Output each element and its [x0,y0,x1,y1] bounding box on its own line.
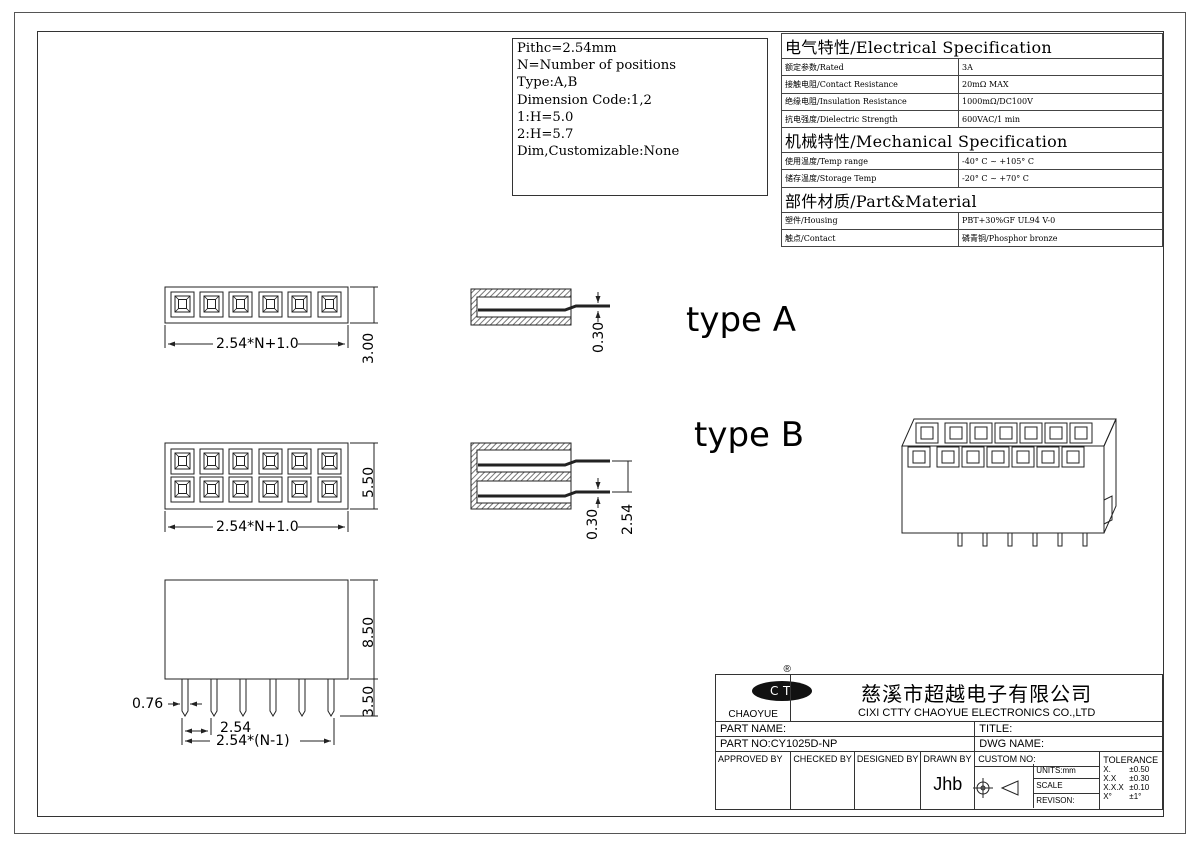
note-line: Type:A,B [517,75,578,91]
dim-height-b: 5.50 [361,466,377,498]
dim-span: 2.54*(N-1) [216,733,290,749]
company-cn: 慈溪市超越电子有限公司 [861,681,1093,706]
isometric-view [901,418,1117,547]
front-view [164,579,378,745]
type-a-side-view [470,288,610,326]
dim-thk-a: 0.30 [591,321,607,353]
type-a-top-view [164,286,378,348]
spec-value: -20° C ~ +70° C [958,169,1163,188]
spec-value: 600VAC/1 min [958,109,1163,129]
info-cell: CUSTOM NO: UNITS:mm SCALE REVISON: TOLER… [974,751,1163,810]
scale-label: SCALE [1033,779,1100,794]
dim-width-b: 2.54*N+1.0 [216,519,299,535]
mechanical-title: 机械特性/Mechanical Specification [781,127,1163,154]
dim-thk-b: 0.30 [585,508,601,540]
part-no-label: PART NO:CY1025D-NP [714,736,976,752]
logo-cell: ® CHAOYUE [714,664,792,722]
note-line: Dimension Code:1,2 [517,92,652,108]
checked-by-cell: CHECKED BY [790,751,855,810]
designed-by-label: DESIGNED BY [856,754,919,764]
spec-value: 磷青铜/Phosphor bronze [958,229,1163,248]
dim-pin-height: 3.50 [361,685,377,717]
tolerance-row: X.X±0.30 [1103,774,1150,783]
tolerance-row: X.X.X±0.10 [1103,783,1150,792]
drawing-outer-border [14,12,1186,834]
company-cell: 慈溪市超越电子有限公司 CIXI CTTY CHAOYUE ELECTRONIC… [790,674,1163,722]
checked-by-label: CHECKED BY [793,754,852,764]
title-label: TITLE: [974,721,1163,737]
note-line: 2:H=5.7 [517,127,574,143]
dim-pin-width: 0.76 [132,696,164,712]
registered-mark: ® [783,664,791,675]
dim-height-a: 3.00 [361,332,377,364]
note-line: N=Number of positions [517,58,676,74]
approved-by-cell: APPROVED BY [714,751,792,810]
drawn-by-value: Jhb [933,774,963,794]
drawing-inner-border [37,31,1164,817]
tolerance-cell: TOLERANCE X.±0.50 X.X±0.30 X.X.X±0.10 X°… [1100,752,1162,809]
material-title: 部件材质/Part&Material [781,186,1163,213]
drawn-by-cell: DRAWN BY Jhb [920,751,976,810]
note-line: Dim,Customizable:None [517,144,680,160]
units-label: UNITS:mm [1033,764,1100,779]
tolerance-title: TOLERANCE [1103,755,1159,765]
type-b-side-view [470,442,632,510]
revison-label: REVISON: [1033,794,1099,808]
notes-box: Pithc=2.54mm N=Number of positions Type:… [512,38,768,196]
type-a-label: type A [686,300,797,340]
custom-no-label: CUSTOM NO: [975,752,1100,767]
dim-pitch-b: 2.54 [620,503,636,535]
type-b-label: type B [694,415,805,455]
spec-table: 电气特性/Electrical Specification 额定参数/Rated… [781,33,1163,248]
approved-by-label: APPROVED BY [718,754,783,764]
designed-by-cell: DESIGNED BY [853,751,922,810]
note-line: Pithc=2.54mm [517,41,617,56]
dim-width-a: 2.54*N+1.0 [216,336,299,352]
tolerance-row: X.±0.50 [1103,765,1150,774]
dwg-name-label: DWG NAME: [974,736,1163,752]
dim-pitch: 2.54 [220,720,252,736]
dim-body-height: 8.50 [361,616,377,648]
logo-text: CHAOYUE [728,709,778,720]
tolerance-row: X°±1° [1103,792,1142,801]
company-en: CIXI CTTY CHAOYUE ELECTRONICS CO.,LTD [857,706,1096,719]
type-b-top-view [164,442,378,532]
title-block: ® CHAOYUE 慈溪市超越电子有限公司 CIXI CTTY CHAOYUE … [714,664,1163,810]
part-name-label: PART NAME: [714,721,976,737]
note-line: 1:H=5.0 [517,109,574,125]
drawn-by-label: DRAWN BY [923,754,972,764]
